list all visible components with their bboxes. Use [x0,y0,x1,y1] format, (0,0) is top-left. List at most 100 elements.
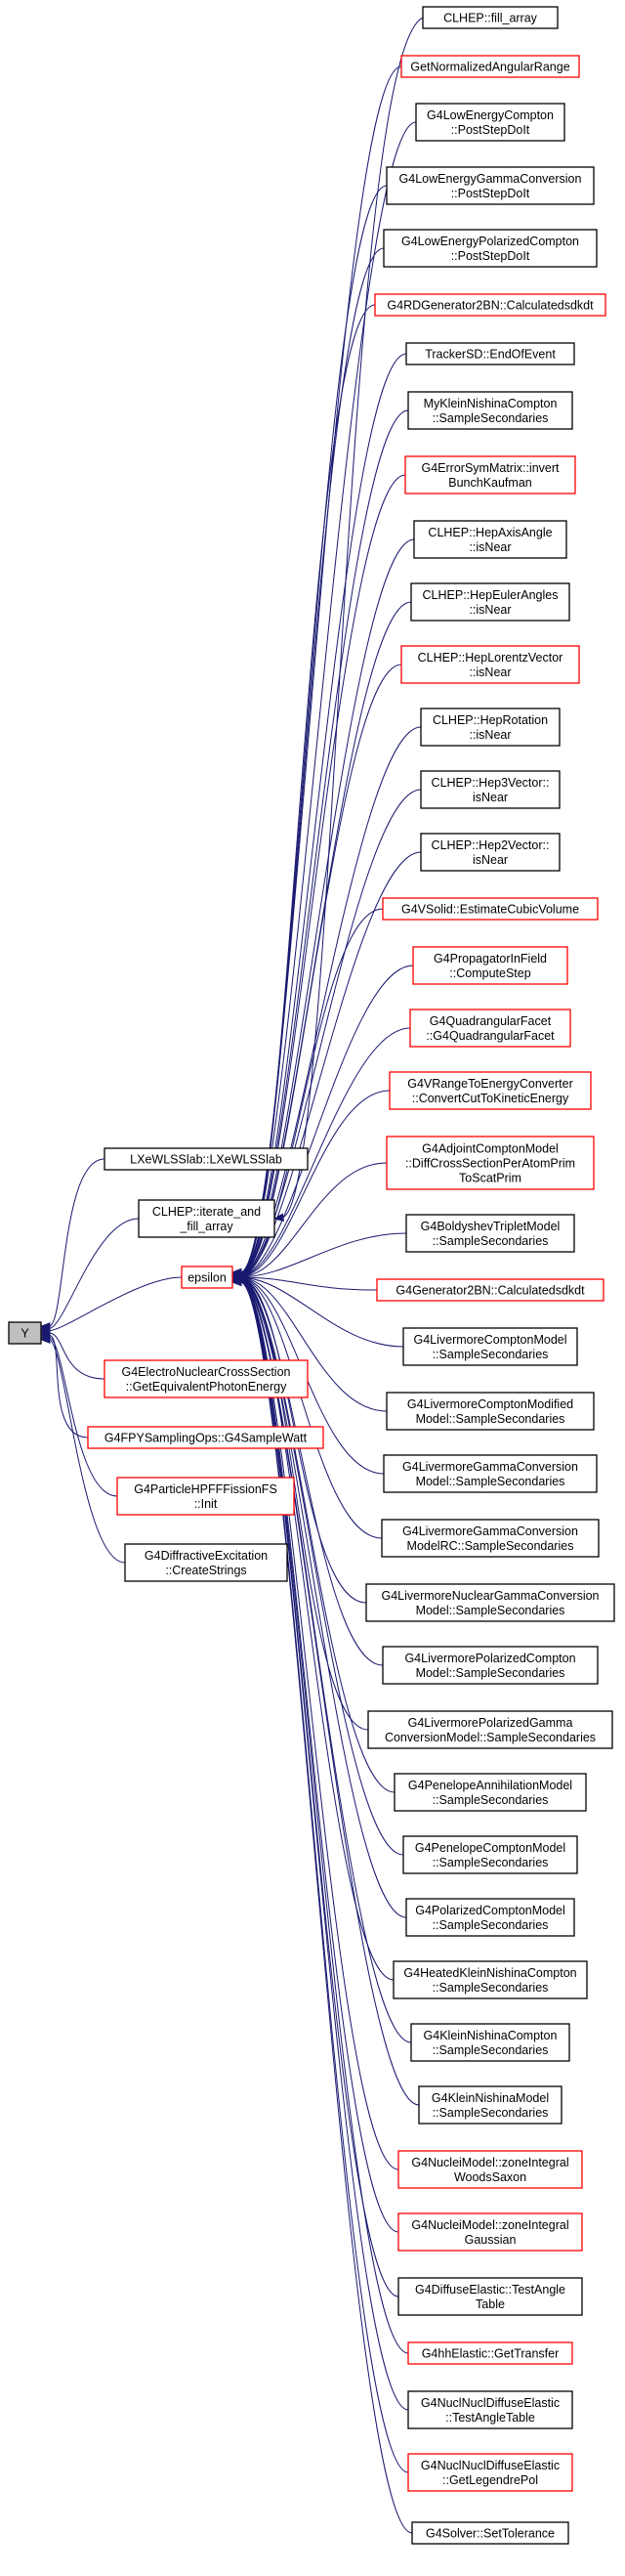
node-label: ::isNear [469,603,511,617]
node-r0[interactable]: CLHEP::fill_array [422,6,559,29]
node-r2[interactable]: G4LowEnergyCompton::PostStepDoIt [415,103,565,142]
edge-r41-to-epsilon-arrow [230,1277,242,1287]
node-r38[interactable]: G4hhElastic::GetTransfer [407,2341,573,2365]
node-r6[interactable]: TrackerSD::EndOfEvent [405,342,575,365]
node-r3[interactable]: G4LowEnergyGammaConversion::PostStepDoIt [386,166,595,205]
node-label: _fill_array [179,1220,233,1233]
node-label: ::SampleSecondaries [433,1348,549,1361]
node-lxe[interactable]: LXeWLSSlab::LXeWLSSlab [104,1147,309,1171]
node-label: Model::SampleSecondaries [416,1412,565,1426]
edge-electronuclear-to-root [48,1332,105,1380]
node-label: G4FPYSamplingOps::G4SampleWatt [104,1432,308,1445]
node-label: LXeWLSSlab::LXeWLSSlab [130,1153,282,1167]
node-r27[interactable]: G4LivermorePolarizedComptonModel::Sample… [382,1646,599,1685]
node-r41[interactable]: G4Solver::SetTolerance [411,2521,569,2545]
edge-diffractive-to-root [48,1339,126,1564]
node-iterate[interactable]: CLHEP::iterate_and_fill_array [138,1199,275,1238]
node-label: epsilon [188,1271,227,1285]
node-label: Model::SampleSecondaries [416,1666,565,1680]
node-r4[interactable]: G4LowEnergyPolarizedCompton::PostStepDoI… [383,229,598,268]
node-diffractive[interactable]: G4DiffractiveExcitation::CreateStrings [124,1543,288,1582]
node-label: G4PropagatorInField [434,952,547,966]
node-label: G4LivermorePolarizedGamma [408,1716,573,1730]
node-r34[interactable]: G4KleinNishinaModel::SampleSecondaries [418,2085,562,2125]
node-r40[interactable]: G4NuclNuclDiffuseElastic::GetLegendrePol [407,2453,573,2492]
node-r33[interactable]: G4KleinNishinaCompton::SampleSecondaries [410,2023,570,2062]
node-label: G4QuadrangularFacet [430,1014,552,1028]
node-r16[interactable]: G4PropagatorInField::ComputeStep [412,946,568,985]
node-label: ::PostStepDoIt [451,123,530,137]
node-r25[interactable]: G4LivermoreGammaConversionModelRC::Sampl… [381,1519,600,1558]
node-r1[interactable]: GetNormalizedAngularRange [400,55,580,78]
edge-r22-to-epsilon [239,1276,404,1348]
node-r15[interactable]: G4VSolid::EstimateCubicVolume [382,897,599,921]
node-r22[interactable]: G4LivermoreComptonModel::SampleSecondari… [402,1327,578,1366]
node-label: G4NuclNuclDiffuseElastic [421,2396,560,2410]
node-label: Model::SampleSecondaries [416,1475,565,1488]
node-label: TrackerSD::EndOfEvent [425,348,556,362]
edge-r15-to-epsilon [239,908,384,1276]
edge-epsilon-to-root [48,1276,183,1332]
node-label: ::GetLegendrePol [442,2473,538,2487]
node-r7[interactable]: MyKleinNishinaCompton::SampleSecondaries [407,391,573,430]
node-root[interactable]: Y [8,1321,42,1345]
node-r26[interactable]: G4LivermoreNuclearGammaConversionModel::… [365,1583,615,1622]
node-r12[interactable]: CLHEP::HepRotation::isNear [420,708,561,747]
node-r18[interactable]: G4VRangeToEnergyConverter::ConvertCutToK… [389,1071,592,1110]
node-label: ::SampleSecondaries [433,411,549,425]
node-box [376,1278,604,1302]
node-r31[interactable]: G4PolarizedComptonModel::SampleSecondari… [405,1898,575,1937]
node-r11[interactable]: CLHEP::HepLorentzVector::isNear [400,645,580,684]
node-r23[interactable]: G4LivermoreComptonModifiedModel::SampleS… [386,1392,595,1431]
node-fpy[interactable]: G4FPYSamplingOps::G4SampleWatt [87,1426,324,1449]
node-epsilon[interactable]: epsilon [181,1266,233,1289]
node-r14[interactable]: CLHEP::Hep2Vector::isNear [420,833,561,872]
node-r20[interactable]: G4BoldyshevTripletModel::SampleSecondari… [405,1214,575,1253]
edge-r18-to-epsilon [239,1090,391,1277]
edge-r21-to-epsilon [239,1276,378,1291]
node-r19[interactable]: G4AdjointComptonModel::DiffCrossSectionP… [386,1136,595,1190]
node-r39[interactable]: G4NuclNuclDiffuseElastic::TestAngleTable [407,2390,573,2429]
node-label: CLHEP::HepEulerAngles [423,588,559,602]
node-r32[interactable]: G4HeatedKleinNishinaCompton::SampleSecon… [393,1960,588,1999]
node-r37[interactable]: G4DiffuseElastic::TestAngleTable [397,2277,583,2316]
node-label: G4Solver::SetTolerance [426,2527,555,2541]
node-r10[interactable]: CLHEP::HepEulerAngles::isNear [410,582,570,622]
node-r30[interactable]: G4PenelopeComptonModel::SampleSecondarie… [402,1835,578,1874]
node-label: G4LivermoreGammaConversion [402,1460,578,1474]
node-r24[interactable]: G4LivermoreGammaConversionModel::SampleS… [383,1454,598,1493]
node-label: G4LivermoreComptonModified [407,1397,573,1411]
node-label: G4Generator2BN::Calculatedsdkdt [396,1284,585,1298]
edge-r39-to-epsilon [239,1281,409,2411]
node-label: Model::SampleSecondaries [416,1604,565,1617]
node-label: G4DiffractiveExcitation [145,1549,268,1563]
node-box [386,1392,595,1431]
node-r28[interactable]: G4LivermorePolarizedGammaConversionModel… [367,1710,613,1749]
node-electronuclear[interactable]: G4ElectroNuclearCrossSection::GetEquival… [104,1359,309,1398]
node-label: WoodsSaxon [454,2170,526,2184]
node-box [410,2023,570,2062]
node-label: G4NucleiModel::zoneIntegral [411,2218,568,2232]
node-box [400,55,580,78]
node-label: MyKleinNishinaCompton [424,397,558,410]
node-r29[interactable]: G4PenelopeAnnihilationModel::SampleSecon… [394,1773,587,1812]
node-r21[interactable]: G4Generator2BN::Calculatedsdkdt [376,1278,604,1302]
node-r9[interactable]: CLHEP::HepAxisAngle::isNear [413,520,567,559]
edge-r29-to-epsilon [239,1278,396,1793]
edge-r30-to-epsilon [239,1278,404,1856]
node-box [407,2453,573,2492]
node-label: GetNormalizedAngularRange [410,61,569,74]
node-box [87,1426,324,1449]
node-label: G4LivermorePolarizedCompton [404,1652,575,1665]
node-r5[interactable]: G4RDGenerator2BN::Calculatedsdkdt [374,293,606,317]
node-hpfff[interactable]: G4ParticleHPFFFissionFS::Init [116,1477,295,1516]
node-label: ::CreateStrings [165,1564,246,1577]
edge-hpfff-to-root [48,1336,118,1497]
node-r13[interactable]: CLHEP::Hep3Vector::isNear [420,770,561,809]
edge-r4-to-epsilon [239,247,385,1274]
node-r17[interactable]: G4QuadrangularFacet::G4QuadrangularFacet [409,1009,571,1048]
